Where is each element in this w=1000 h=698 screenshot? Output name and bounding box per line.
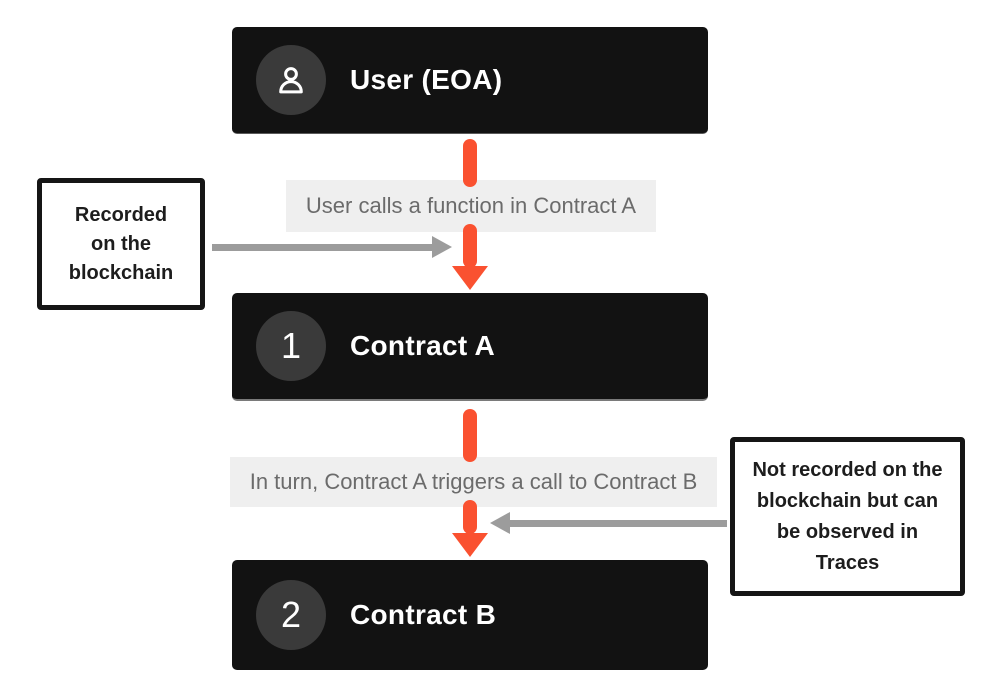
note-line: blockchain [68, 261, 174, 284]
arrow-user-to-a-shaft-bottom [463, 224, 477, 268]
arrow-a-to-b-shaft-top [463, 409, 477, 462]
gray-arrow-right-shaft [508, 520, 727, 527]
note-line: Traces [815, 551, 880, 574]
edge-label-user-call: User calls a function in Contract A [286, 180, 656, 232]
note-line: on the [91, 232, 151, 255]
badge-step-2: 2 [256, 580, 326, 650]
person-icon [272, 61, 310, 99]
note-recorded-on-chain: Recorded on the blockchain [37, 178, 205, 310]
gray-arrow-right-head [490, 512, 510, 534]
node-contract-b: 2 Contract B [232, 560, 708, 670]
badge-number: 1 [280, 325, 302, 366]
note-line: Not recorded on the [752, 458, 943, 481]
badge-step-1: 1 [256, 311, 326, 381]
node-user-label: User (EOA) [350, 64, 503, 95]
note-line: be observed in [776, 520, 919, 543]
node-contract-b-label: Contract B [350, 599, 497, 630]
edge-label-contract-call: In turn, Contract A triggers a call to C… [230, 457, 717, 507]
node-user-eoa: User (EOA) [232, 27, 708, 134]
node-contract-a-label: Contract A [350, 330, 496, 361]
arrow-user-to-a-head [452, 266, 488, 290]
badge-number: 2 [280, 594, 302, 635]
arrow-a-to-b-head [452, 533, 488, 557]
note-line: Recorded [74, 203, 168, 226]
note-not-recorded-traces: Not recorded on the blockchain but can b… [730, 437, 965, 596]
gray-arrow-left-head [432, 236, 452, 258]
gray-arrow-left-shaft [212, 244, 434, 251]
note-line: blockchain but can [756, 489, 939, 512]
arrow-user-to-a-shaft-top [463, 139, 477, 187]
arrow-a-to-b-shaft-bottom [463, 500, 477, 534]
user-avatar [256, 45, 326, 115]
node-contract-a: 1 Contract A [232, 293, 708, 401]
